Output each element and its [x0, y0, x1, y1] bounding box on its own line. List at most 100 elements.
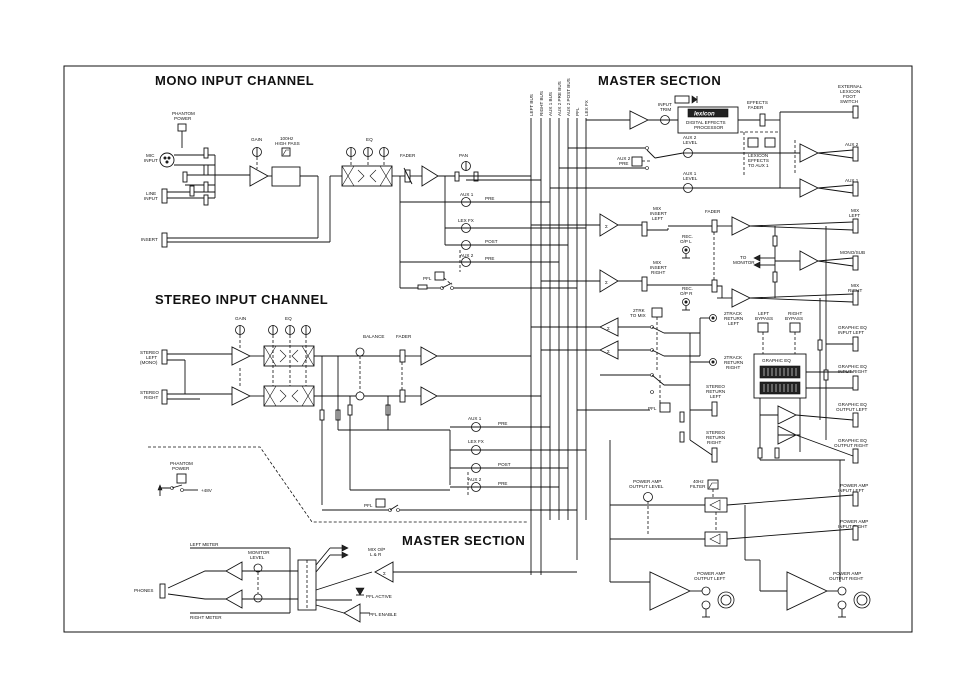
stereo-fader-right[interactable]: [399, 389, 406, 403]
mono-sub-amp: [799, 250, 819, 271]
bus-labels: LEFT BUS RIGHT BUS AUX 1 BUS AUX 2 PRE B…: [529, 78, 589, 116]
mix-left-label-1: MIX: [851, 208, 859, 213]
phones-jack: [159, 583, 166, 599]
bus-label-aux2-post: AUX 2 POST BUS: [566, 78, 571, 116]
mono-phantom-label: PHANTOM: [172, 111, 195, 116]
geq-in-right-jack: [852, 375, 859, 391]
pa-out-level-knob[interactable]: [643, 492, 653, 502]
mono-pre-label-2: PRE: [485, 256, 494, 261]
pfl-enable-label: PFL ENABLE: [369, 612, 397, 617]
to-monitor-label-2: MONITOR: [733, 260, 755, 265]
return-sum-left-sigma: Σ: [607, 326, 610, 331]
stereo-ret-left-1: STEREO: [706, 384, 725, 389]
geq-in-left-1: GRAPHIC EQ: [838, 325, 867, 330]
mono-input-channel: PHANTOM POWER MIC INPUT LINE INPUT INSER…: [141, 111, 586, 290]
mix-insert-left-3: LEFT: [652, 216, 663, 221]
stereo-pfl-label: PFL: [364, 503, 373, 508]
right-bypass-switch[interactable]: [789, 322, 801, 333]
stereo-fader-left[interactable]: [399, 349, 406, 363]
aux2-pre-label: AUX 2: [617, 156, 631, 161]
stereo-preamp-left: [231, 346, 252, 366]
mono-aux2-label: AUX 2: [460, 253, 474, 258]
lexicon-fx-switch[interactable]: [747, 137, 759, 148]
two-trk-to-mix-switch[interactable]: [651, 307, 663, 318]
geq-out-left-2: OUTPUT LEFT: [836, 407, 868, 412]
stereo-in-right-2: RIGHT: [144, 395, 158, 400]
mono-eq-label: EQ: [366, 137, 373, 142]
mono-pfl-switch[interactable]: [434, 271, 445, 281]
stereo-preamp-right: [231, 386, 252, 406]
two-track-left-1: 2TRACK: [724, 311, 743, 316]
mix-fader-left[interactable]: [711, 219, 718, 233]
mix-insert-right-2: INSERT: [650, 265, 667, 270]
stereo-balance-knob-2[interactable]: [355, 391, 365, 401]
rec-r-label-2: O/P R: [680, 291, 693, 296]
line-input-label-2: INPUT: [144, 196, 158, 201]
pa-in-left-2: INPUT LEFT: [838, 488, 864, 493]
two-track-right-3: RIGHT: [726, 365, 740, 370]
monitor-amp-right: [225, 589, 243, 609]
pa-out-left-2: OUTPUT LEFT: [694, 576, 726, 581]
pa-in-right-1: POWER AMP: [840, 519, 868, 524]
aux1-out-jack: [852, 181, 859, 197]
pfl-enable-amp: [343, 603, 361, 623]
mix-amp-left: [731, 216, 752, 236]
pa-out-left-post-2: [701, 600, 711, 610]
aux2-out-amp: [799, 143, 820, 163]
effects-fader-label: EFFECTS: [747, 100, 768, 105]
stereo-ret-right-jack: [711, 447, 718, 463]
stereo-post-label: POST: [498, 462, 511, 467]
bus-label-left: LEFT BUS: [529, 94, 534, 116]
aux2-pre-switch[interactable]: [631, 156, 643, 167]
to-monitor-label: TO: [740, 255, 747, 260]
digital-fx-label-2: PROCESSOR: [694, 125, 724, 130]
pa-in-left-1: POWER AMP: [840, 483, 868, 488]
line-input-jack: [161, 188, 168, 204]
mix-fader-right[interactable]: [711, 279, 718, 293]
aux1-out-label: AUX 1: [845, 178, 859, 183]
return-pfl-label: PFL: [648, 406, 657, 411]
stereo-pre-label-2: PRE: [498, 481, 507, 486]
stereo-in-right-jack: [161, 389, 168, 405]
monitor-level-knob-2[interactable]: [253, 593, 263, 603]
bus-label-aux1: AUX 1 BUS: [548, 92, 553, 116]
geq-out-left-jack: [852, 412, 859, 428]
aux2-level-label: AUX 2: [683, 135, 697, 140]
mono-post-label: POST: [485, 239, 498, 244]
mix-right-label-1: MIX: [851, 283, 859, 288]
stereo-ret-left-jack: [711, 401, 718, 417]
effects-fader[interactable]: [759, 113, 766, 127]
left-meter-label: LEFT METER: [190, 542, 219, 547]
geq-in-left-jack: [852, 336, 859, 352]
monitor-amp-left: [225, 561, 243, 581]
geq-in-right-2: INPUT RIGHT: [838, 369, 867, 374]
stereo-phantom-switch[interactable]: [176, 473, 187, 484]
high-pass-switch[interactable]: [281, 147, 291, 157]
pa-out-right-2: OUTPUT RIGHT: [829, 576, 864, 581]
page-frame: [63, 65, 913, 633]
lexicon-brand: lexicon: [694, 112, 715, 118]
mic-input-label-2: INPUT: [144, 158, 158, 163]
phantom-switch[interactable]: [177, 123, 187, 132]
pa-filter-right: [704, 531, 728, 547]
right-bypass-label-2: BYPASS: [785, 316, 803, 321]
pa-filter-left: [704, 497, 728, 513]
aux2-out-label: AUX 2: [845, 142, 859, 147]
mono-eq-block: [341, 165, 393, 187]
mono-sub-jack: [852, 255, 859, 271]
power-amp-right: [786, 571, 829, 611]
pfl-sum-sigma: Σ: [383, 571, 386, 576]
stereo-fader-amp-left: [420, 346, 438, 366]
stereo-balance-knob[interactable]: [355, 347, 365, 357]
return-pfl-switch[interactable]: [659, 402, 671, 413]
left-bypass-switch[interactable]: [757, 322, 769, 333]
pa-out-left-1: POWER AMP: [697, 571, 725, 576]
left-bypass-label: LEFT: [758, 311, 769, 316]
stereo-pfl-switch[interactable]: [375, 498, 386, 508]
stereo-aux2-label: AUX 2: [468, 477, 482, 482]
mix-fader-label: FADER: [705, 209, 721, 214]
heading-stereo-input: STEREO INPUT CHANNEL: [155, 292, 328, 307]
master-monitor-section: LEFT METER MONITOR LEVEL PHONES RIGHT ME…: [134, 542, 577, 623]
